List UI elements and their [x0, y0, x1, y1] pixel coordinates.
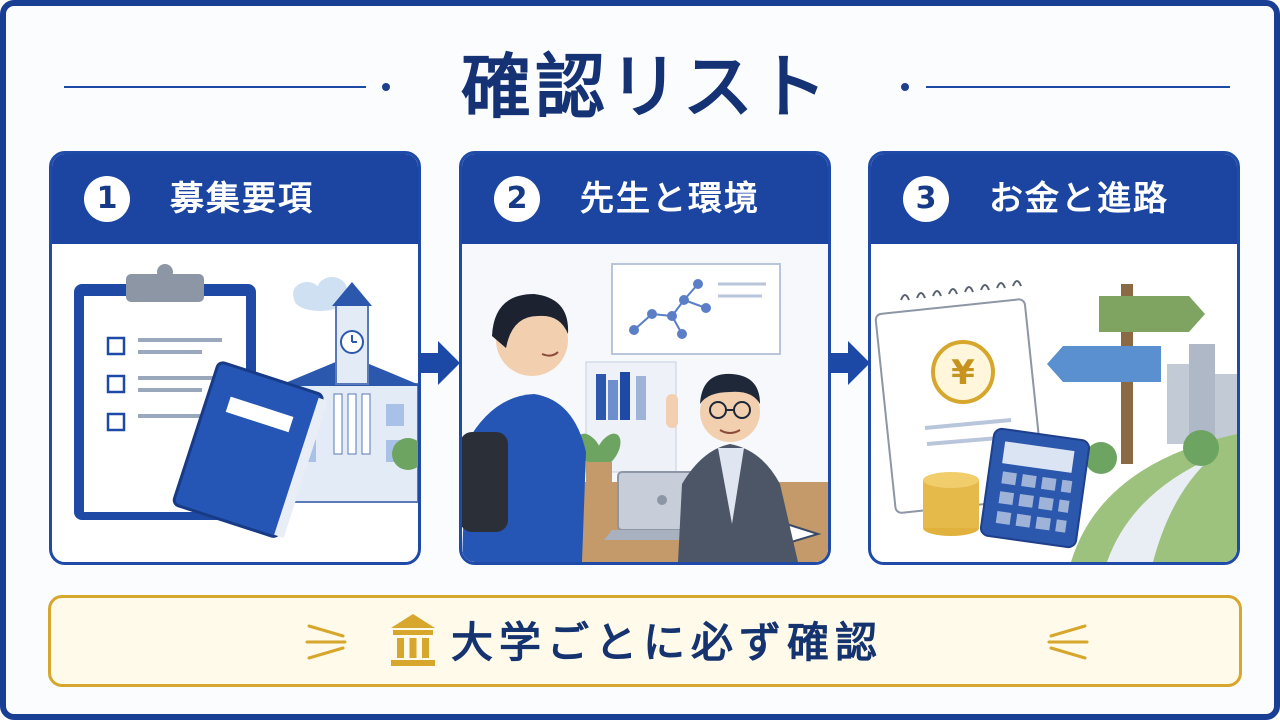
card-requirements: 1 募集要項: [49, 151, 421, 565]
card-title: 先生と環境: [580, 179, 760, 219]
card-teachers-environment: 2 先生と環境: [459, 151, 831, 565]
title-rule-right: [926, 86, 1230, 88]
arrow-right-icon: [830, 341, 870, 385]
card-title: 募集要項: [170, 179, 314, 219]
emphasis-lines-icon: [305, 624, 347, 660]
card-header: 1 募集要項: [52, 154, 418, 244]
reminder-banner: 大学ごとに必ず確認: [48, 595, 1242, 687]
step-number: 1: [84, 176, 130, 222]
money-calculator-signpost-icon: ¥: [874, 280, 1237, 562]
clipboard-book-school-icon: [74, 264, 418, 538]
card-header: 3 お金と進路: [871, 154, 1237, 244]
title-dot-left: [382, 83, 390, 91]
card-money-career: 3 お金と進路 ¥: [868, 151, 1240, 565]
arrow-right-icon: [420, 341, 460, 385]
title-rule-left: [64, 86, 366, 88]
page-title: 確認リスト: [461, 46, 831, 128]
card-title: お金と進路: [989, 179, 1169, 219]
emphasis-lines-icon: [1047, 624, 1089, 660]
title-area: 確認リスト: [6, 36, 1280, 136]
university-building-icon: [391, 614, 435, 666]
student-teacher-meeting-icon: [462, 244, 828, 562]
step-number: 2: [494, 176, 540, 222]
title-dot-right: [901, 83, 909, 91]
banner-text: 大学ごとに必ず確認: [451, 618, 884, 667]
card-header: 2 先生と環境: [462, 154, 828, 244]
svg-text:¥: ¥: [951, 353, 975, 393]
step-number: 3: [903, 176, 949, 222]
